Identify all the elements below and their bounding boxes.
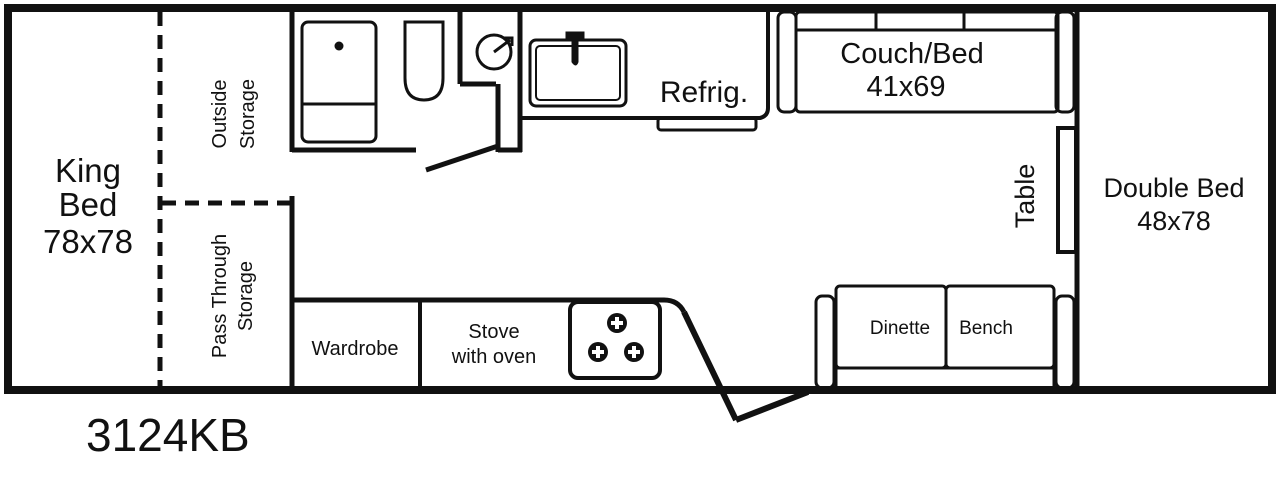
couch-bed: [776, 10, 1076, 114]
model-number: 3124KB: [86, 409, 250, 461]
bench-label: Bench: [959, 318, 1013, 339]
dinette-label: Dinette: [870, 318, 930, 339]
toilet: [403, 20, 445, 102]
couch-bed-size: 41x69: [866, 71, 945, 103]
cooktop: [568, 300, 662, 380]
king-bed-size: 78x78: [43, 223, 133, 260]
stove-label: Stove: [468, 321, 519, 343]
refrigerator: [656, 116, 758, 132]
exterior-wall: [4, 4, 1276, 394]
burner-icon: [607, 313, 627, 333]
bathroom-door: [425, 143, 499, 173]
refrigerator-label: Refrig.: [660, 76, 748, 109]
bathroom: [292, 12, 523, 173]
pass-through-storage-label-2: Storage: [235, 261, 257, 331]
shower: [300, 20, 378, 144]
table: [1056, 126, 1078, 254]
labels: King Bed 78x78 Outside Storage Pass Thro…: [43, 38, 1245, 368]
table-label: Table: [1010, 164, 1040, 229]
shower-drain: [334, 41, 344, 51]
king-bed-label-2: Bed: [59, 186, 118, 223]
double-bed-label: Double Bed: [1103, 173, 1244, 203]
couch-bed-label: Couch/Bed: [840, 38, 984, 70]
wardrobe-label: Wardrobe: [311, 338, 398, 360]
outside-storage-label-2: Storage: [237, 79, 259, 149]
faucet: [565, 31, 585, 66]
pass-through-storage-label: Pass Through: [209, 234, 231, 358]
kitchen-counter: [522, 12, 770, 132]
king-bed-label: King: [55, 152, 121, 189]
burner-icons: [588, 313, 644, 362]
burner-icon: [588, 342, 608, 362]
double-bed-size: 48x78: [1137, 206, 1211, 236]
entry-door: [681, 310, 810, 423]
dinette-bench: [814, 284, 1076, 390]
bedroom-partitions: [157, 12, 290, 386]
stove-label-2: with oven: [451, 346, 537, 368]
outside-storage-label: Outside: [209, 80, 231, 149]
bathroom-sink: [475, 33, 513, 71]
lower-cabinets: [292, 297, 687, 386]
burner-icon: [624, 342, 644, 362]
